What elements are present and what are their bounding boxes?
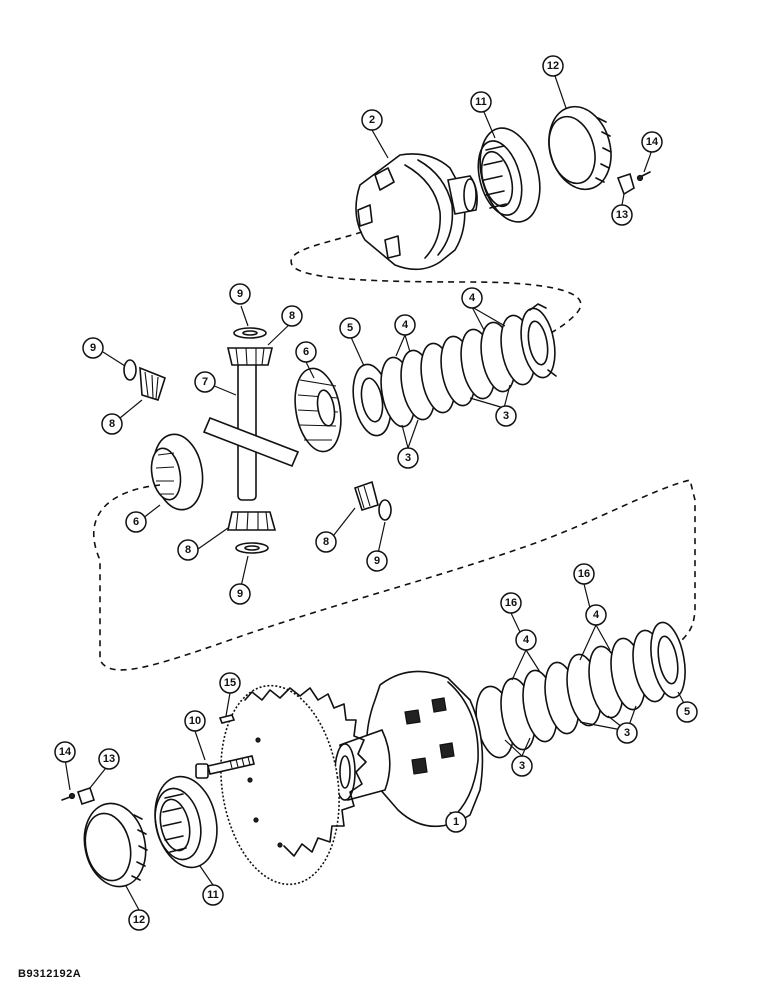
svg-text:8: 8 [185, 544, 191, 556]
bearing-cup-upper [548, 105, 612, 191]
svg-text:3: 3 [519, 760, 525, 772]
svg-text:12: 12 [133, 914, 145, 926]
svg-text:4: 4 [523, 634, 530, 646]
callout-13a: 13 [611, 204, 633, 226]
svg-text:14: 14 [646, 136, 659, 148]
svg-text:3: 3 [503, 410, 509, 422]
svg-text:11: 11 [207, 889, 219, 901]
svg-text:15: 15 [224, 677, 236, 689]
svg-text:5: 5 [684, 706, 690, 718]
callout-8c: 8 [177, 539, 199, 561]
callout-10: 10 [184, 710, 206, 732]
callout-12a: 12 [542, 55, 564, 77]
svg-text:13: 13 [103, 753, 115, 765]
lock-plate-upper [616, 171, 651, 196]
svg-text:4: 4 [402, 319, 409, 331]
callout-3c: 3 [511, 755, 533, 777]
callout-13b: 13 [98, 748, 120, 770]
svg-text:3: 3 [405, 452, 411, 464]
pinion-gear-left [123, 359, 166, 402]
differential-housing-half [355, 153, 478, 271]
callout-11a: 11 [470, 91, 492, 113]
callout-5b: 5 [676, 701, 698, 723]
callout-8d: 8 [315, 531, 337, 553]
svg-text:6: 6 [133, 516, 139, 528]
callout-2: 2 [361, 109, 383, 131]
pinion-gear-bottom [227, 511, 277, 554]
side-gear-upper [294, 367, 342, 453]
callout-7: 7 [194, 371, 216, 393]
callout-16a: 16 [500, 592, 522, 614]
callout-4c: 4 [515, 629, 537, 651]
callout-9d: 9 [366, 550, 388, 572]
pinion-gear-top [226, 327, 274, 366]
callout-8a: 8 [281, 305, 303, 327]
callout-14a: 14 [641, 131, 663, 153]
svg-text:11: 11 [475, 96, 487, 108]
svg-text:4: 4 [469, 292, 476, 304]
dowel-pin [218, 714, 236, 724]
figure-reference-code: B9312192A [18, 968, 82, 980]
svg-text:16: 16 [505, 597, 517, 609]
callout-15: 15 [219, 672, 241, 694]
callout-3a: 3 [397, 447, 419, 469]
svg-text:7: 7 [202, 376, 208, 388]
svg-text:3: 3 [624, 727, 630, 739]
callout-9c: 9 [229, 583, 251, 605]
clutch-pack-upper [352, 303, 557, 437]
ring-gear-bolt [195, 755, 255, 779]
side-gear-lower [150, 433, 204, 511]
svg-text:5: 5 [347, 322, 353, 334]
svg-text:2: 2 [369, 114, 375, 126]
svg-text:1: 1 [453, 816, 459, 828]
svg-text:14: 14 [59, 746, 72, 758]
svg-text:13: 13 [616, 209, 628, 221]
callout-4d: 4 [585, 604, 607, 626]
callout-9b: 9 [82, 337, 104, 359]
svg-text:10: 10 [189, 715, 201, 727]
callout-3d: 3 [616, 722, 638, 744]
pinion-gear-right [354, 480, 392, 521]
svg-text:4: 4 [593, 609, 600, 621]
callout-6b: 6 [125, 511, 147, 533]
svg-text:9: 9 [90, 342, 96, 354]
lock-plate-lower [61, 786, 96, 806]
cross-shaft [202, 355, 300, 501]
svg-text:9: 9 [374, 555, 380, 567]
callout-11b: 11 [202, 884, 224, 906]
assembly-path-upper [290, 231, 582, 341]
svg-text:8: 8 [323, 536, 329, 548]
svg-text:6: 6 [303, 346, 309, 358]
svg-text:16: 16 [578, 568, 590, 580]
callout-16b: 16 [573, 563, 595, 585]
callout-14b: 14 [54, 741, 76, 763]
svg-text:12: 12 [547, 60, 559, 72]
svg-text:9: 9 [237, 288, 243, 300]
clutch-pack-lower [475, 621, 686, 759]
callout-4a: 4 [394, 314, 416, 336]
bearing-upper [477, 127, 541, 223]
svg-text:8: 8 [289, 310, 295, 322]
svg-text:8: 8 [109, 418, 115, 430]
leader-lines [64, 75, 688, 911]
callout-9a: 9 [229, 283, 251, 305]
bearing-cup-lower [83, 802, 148, 888]
assembly-path-lower [93, 479, 696, 671]
bearing-lower [154, 775, 218, 869]
callout-3b: 3 [495, 405, 517, 427]
differential-case [334, 670, 484, 828]
callout-12b: 12 [128, 909, 150, 931]
svg-text:9: 9 [237, 588, 243, 600]
callout-4b: 4 [461, 287, 483, 309]
callout-1: 1 [445, 811, 467, 833]
callout-6a: 6 [295, 341, 317, 363]
callout-8b: 8 [101, 413, 123, 435]
callout-5a: 5 [339, 317, 361, 339]
ring-gear [220, 684, 367, 886]
